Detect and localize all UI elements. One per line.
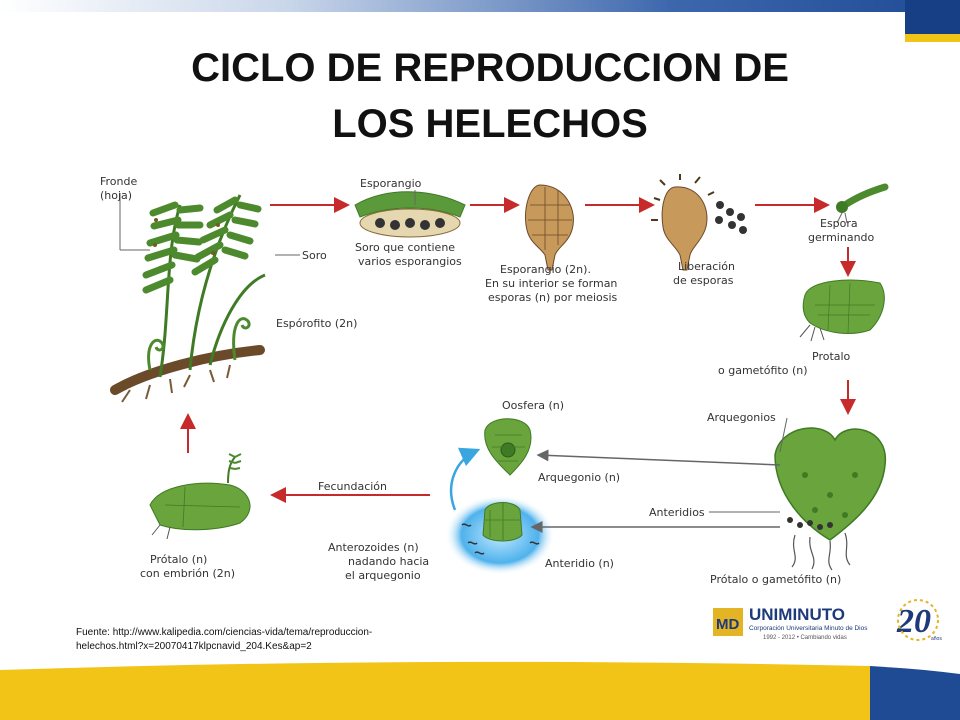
label-espora-2: germinando [808, 231, 875, 244]
source-line-1: Fuente: http://www.kalipedia.com/ciencia… [76, 627, 373, 638]
label-esporofito: Espórofito (2n) [276, 317, 357, 330]
germinating-spore-illustration [836, 183, 889, 224]
label-anterozoides-3: el arquegonio [345, 569, 421, 582]
label-esporangio2n-1: Esporangio (2n). [500, 263, 591, 276]
bottom-yellow-band [0, 661, 870, 720]
title-line-2: LOS HELECHOS [332, 102, 648, 146]
label-anteridios: Anteridios [649, 506, 705, 519]
logo-name: UNIMINUTO [749, 605, 845, 624]
arquegonio-illustration [484, 418, 532, 476]
top-right-corner-block [905, 0, 960, 42]
logo-anniversary-suffix: años [931, 636, 942, 642]
bottom-decoration [0, 661, 960, 720]
protalo-illustration [799, 279, 885, 342]
md-logo-block [713, 608, 743, 636]
label-protalo-1: Protalo [812, 350, 851, 363]
label-fronde: Fronde [100, 175, 137, 188]
gametophyte-illustration [774, 417, 886, 571]
slide-title: CICLO DE REPRODUCCION DE LOS HELECHOS [90, 40, 890, 152]
fern-life-cycle-diagram: Fronde (hoja) Soro Espórofito (2n) Espor… [100, 174, 889, 586]
label-protalo-embrion-1: Prótalo (n) [150, 553, 207, 566]
label-soro-contiene-2: varios esporangios [358, 255, 462, 268]
uniminuto-logo: MD UNIMINUTO Corporación Universitaria M… [713, 599, 942, 642]
esporangio-illustration [525, 184, 574, 271]
spore-release-illustration [651, 174, 747, 271]
anteridio-illustration [461, 502, 540, 555]
anniversary-ring [897, 599, 939, 641]
md-logo-text: MD [716, 616, 739, 633]
label-anteridio: Anteridio (n) [545, 557, 614, 570]
top-gradient-bar [0, 0, 960, 12]
cycle-arrows [180, 197, 856, 503]
label-espora-1: Espora [820, 217, 858, 230]
label-liberacion-1: Liberación [678, 260, 735, 273]
label-arquegonios: Arquegonios [707, 411, 776, 424]
label-arquegonio: Arquegonio (n) [538, 471, 620, 484]
label-protalo-gametofito: Prótalo o gametófito (n) [710, 573, 841, 586]
logo-subtitle: Corporación Universitaria Minuto de Dios [749, 625, 868, 632]
protalo-embrion-illustration [149, 453, 251, 540]
label-soro: Soro [302, 249, 327, 262]
label-protalo-embrion-2: con embrión (2n) [140, 567, 235, 580]
title-line-1: CICLO DE REPRODUCCION DE [191, 46, 789, 90]
label-oosfera: Oosfera (n) [502, 399, 564, 412]
label-hoja: (hoja) [100, 189, 132, 202]
label-anterozoides-2: nadando hacia [348, 555, 429, 568]
arrow-anterozoides-to-arquegonio [449, 447, 481, 511]
label-esporangio2n-2: En su interior se forman [485, 277, 617, 290]
label-soro-contiene-1: Soro que contiene [355, 241, 455, 254]
pointer-arquegonio [536, 449, 781, 466]
label-fecundacion: Fecundación [318, 480, 387, 493]
source-citation: Fuente: http://www.kalipedia.com/ciencia… [76, 626, 496, 654]
label-anterozoides-1: Anterozoides (n) [328, 541, 419, 554]
label-liberacion-2: de esporas [673, 274, 734, 287]
label-esporangio-top: Esporangio [360, 177, 422, 190]
logo-years: 1992 - 2012 • Cambiando vidas [763, 635, 847, 641]
label-esporangio2n-3: esporas (n) por meiosis [488, 291, 618, 304]
soro-illustration [354, 190, 466, 238]
label-protalo-2: o gametófito (n) [718, 364, 808, 377]
source-line-2: helechos.html?x=20070417klpcnavid_204.Ke… [76, 641, 312, 652]
sporophyte-plant-illustration [110, 193, 300, 403]
bottom-blue-corner [870, 666, 960, 720]
